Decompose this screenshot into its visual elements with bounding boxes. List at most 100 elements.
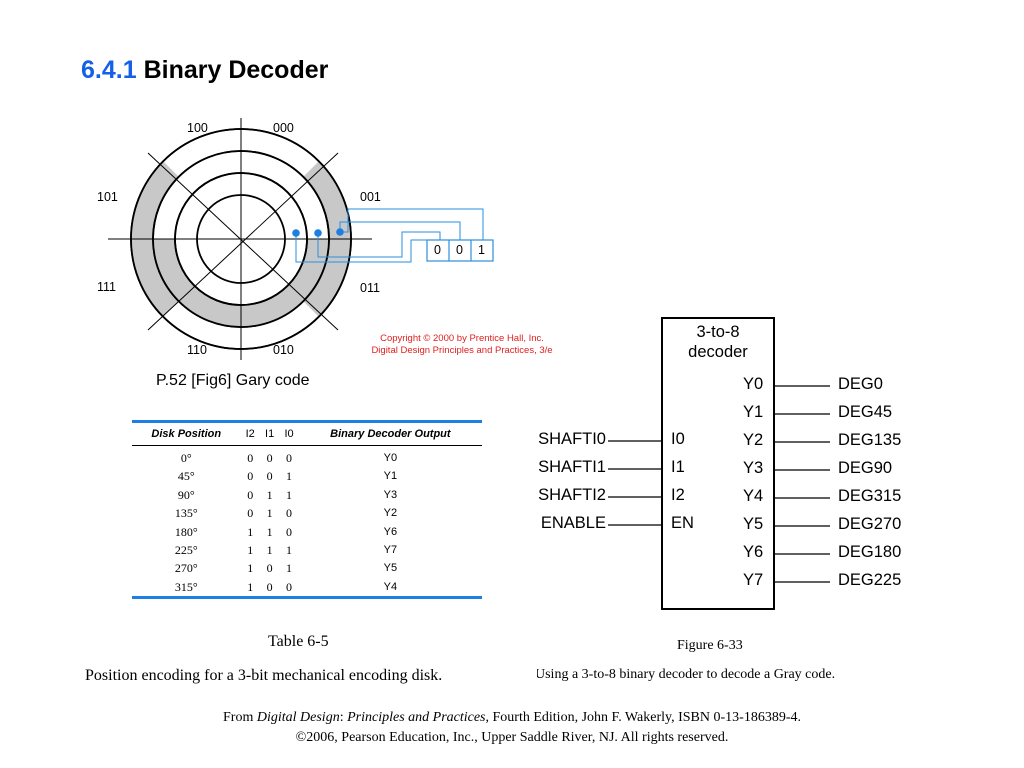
encoding-table: Disk Position I2 I1 I0 Binary Decoder Ou… — [132, 420, 482, 600]
decoder-diagram — [608, 317, 830, 610]
cell-i1: 1 — [266, 506, 273, 521]
output-register — [426, 239, 494, 262]
cell-i1: 1 — [266, 487, 273, 502]
disk-label-000: 000 — [273, 121, 294, 135]
pin-y6: Y6 — [743, 543, 764, 561]
cell-i2: 0 — [247, 469, 254, 484]
disk-label-001: 001 — [360, 190, 381, 204]
cell-output: Y3 — [383, 488, 398, 501]
cell-output: Y2 — [383, 507, 398, 520]
output-signal-2: DEG135 — [838, 431, 902, 449]
decoder-title-line-2: decoder — [688, 343, 748, 361]
page-title: 6.4.1 Binary Decoder — [81, 56, 328, 85]
cell-i1: 0 — [266, 579, 273, 594]
cell-i2: 0 — [247, 487, 254, 502]
table-caption-number: Table 6-5 — [268, 633, 329, 650]
cell-i1: 0 — [266, 469, 273, 484]
source-footer: From Digital Design: Principles and Prac… — [0, 708, 1024, 748]
pin-y4: Y4 — [743, 487, 764, 505]
section-number: 6.4.1 — [81, 56, 137, 84]
disk-label-101: 101 — [97, 190, 118, 204]
footer-colon: : — [339, 710, 348, 725]
decoder-title-line-1: 3-to-8 — [696, 323, 740, 341]
header-disk-position: Disk Position — [132, 421, 241, 446]
input-signal-0: SHAFTI0 — [538, 430, 606, 448]
cell-position: 135° — [174, 506, 198, 521]
footer-book-title: Digital Design — [256, 710, 340, 725]
pin-y5: Y5 — [743, 515, 764, 533]
cell-position: 225° — [174, 543, 198, 558]
output-signal-7: DEG225 — [838, 571, 902, 589]
figure-caption-text: Using a 3-to-8 binary decoder to decode … — [537, 667, 836, 682]
cell-i0: 1 — [286, 543, 293, 558]
cell-output: Y7 — [383, 544, 398, 557]
cell-i2: 1 — [247, 579, 254, 594]
copyright-notice: Copyright © 2000 by Prentice Hall, Inc. … — [352, 333, 572, 357]
input-signal-3: ENABLE — [540, 514, 606, 532]
footer-line-2: ©2006, Pearson Education, Inc., Upper Sa… — [295, 730, 729, 745]
output-signal-5: DEG270 — [838, 515, 902, 533]
cell-i0: 0 — [286, 579, 293, 594]
disk-label-010: 010 — [273, 343, 294, 357]
register-bit-0: 1 — [478, 243, 485, 257]
disk-contacts — [292, 228, 344, 237]
disk-wires — [295, 208, 484, 263]
cell-position: 0° — [180, 451, 192, 465]
footer-edition: , Fourth Edition, John F. Wakerly, ISBN … — [485, 710, 801, 725]
decoder-box — [661, 317, 775, 610]
disk-label-111: 111 — [97, 280, 117, 294]
input-signal-2: SHAFTI2 — [538, 486, 606, 504]
header-i1: I1 — [259, 421, 280, 446]
cell-i1: 0 — [266, 561, 273, 576]
cell-i0: 0 — [286, 506, 293, 521]
cell-i2: 0 — [247, 506, 254, 521]
cell-i1: 1 — [266, 543, 273, 558]
cell-i0: 1 — [286, 469, 293, 484]
cell-position: 45° — [177, 469, 195, 484]
cell-output: Y6 — [383, 525, 398, 538]
output-signal-6: DEG180 — [838, 543, 902, 561]
pin-y2: Y2 — [743, 431, 764, 449]
figure-caption-number: Figure 6-33 — [677, 638, 743, 653]
footer-from: From — [223, 710, 257, 725]
cell-i2: 1 — [247, 524, 254, 539]
pin-y3: Y3 — [743, 459, 764, 477]
cell-i0: 1 — [286, 487, 293, 502]
footer-book-subtitle: Principles and Practices — [347, 710, 486, 725]
cell-i1: 0 — [266, 451, 273, 465]
decoder-title: 3-to-8 decoder — [662, 322, 774, 362]
header-i2: I2 — [240, 421, 260, 446]
figure-caption-clip: Using a 3-to-8 binary decoder to decode … — [537, 666, 917, 688]
copyright-line-1: Copyright © 2000 by Prentice Hall, Inc. — [380, 333, 544, 344]
output-signal-1: DEG45 — [838, 403, 893, 421]
register-bit-1: 0 — [456, 243, 463, 257]
pin-i0: I0 — [671, 430, 685, 448]
cell-i1: 1 — [266, 524, 273, 539]
cell-position: 315° — [174, 579, 198, 594]
cell-i0: 0 — [286, 524, 293, 539]
footer-line-1: From Digital Design: Principles and Prac… — [0, 708, 1024, 728]
encoding-disk-figure — [108, 118, 494, 360]
table-header-row: Disk Position I2 I1 I0 Binary Decoder Ou… — [132, 421, 482, 446]
output-signal-4: DEG315 — [838, 487, 902, 505]
cell-position: 270° — [174, 561, 198, 576]
input-signal-labels: SHAFTI0 SHAFTI1 SHAFTI2 ENABLE — [536, 425, 606, 545]
input-signal-1: SHAFTI1 — [538, 458, 606, 476]
copyright-line-2: Digital Design Principles and Practices,… — [371, 345, 553, 356]
section-title: Binary Decoder — [143, 56, 329, 84]
cell-output: Y0 — [383, 452, 398, 464]
cell-i2: 1 — [247, 561, 254, 576]
header-i0: I0 — [279, 421, 299, 446]
pin-y1: Y1 — [743, 403, 764, 421]
cell-i0: 1 — [286, 561, 293, 576]
cell-output: Y5 — [383, 562, 398, 575]
pin-y7: Y7 — [743, 571, 764, 589]
output-signal-0: DEG0 — [838, 375, 883, 393]
disk-label-100: 100 — [187, 121, 208, 135]
disk-label-011: 011 — [360, 281, 380, 295]
